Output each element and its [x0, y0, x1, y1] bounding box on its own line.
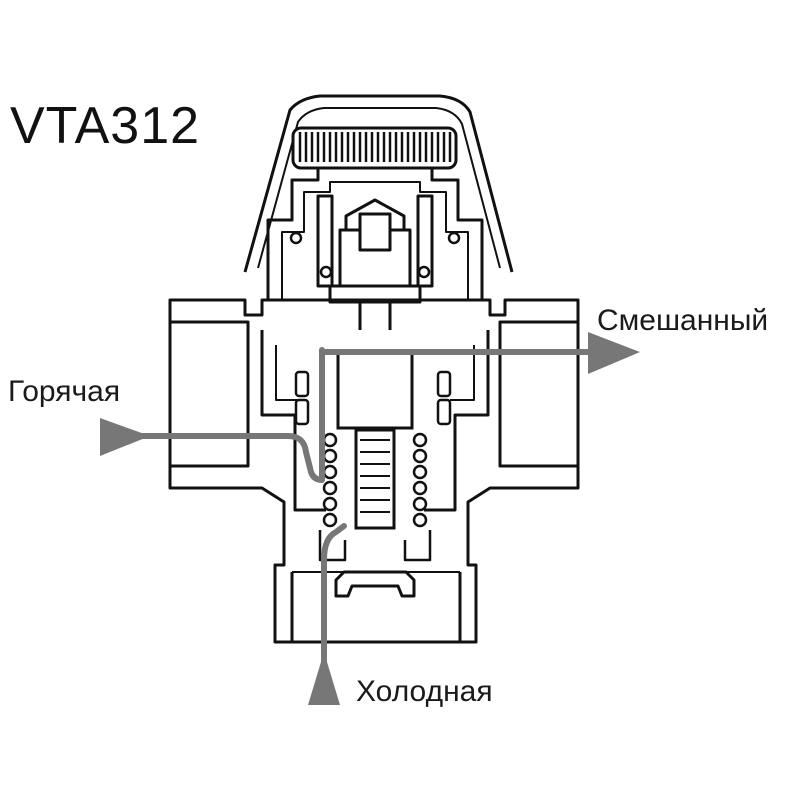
bonnet-o-rings	[289, 231, 461, 279]
flow-arrows	[100, 332, 640, 705]
hot-inlet-arrow	[100, 418, 150, 456]
model-title: VTA312	[10, 97, 201, 155]
mixed-outlet-arrow	[588, 332, 640, 374]
return-spring	[322, 432, 428, 528]
cold-flow-path	[321, 523, 347, 671]
check-valve	[334, 570, 416, 598]
adjustment-knob	[291, 126, 458, 170]
valve-cap	[243, 94, 514, 273]
cold-inlet-label: Холодная	[356, 675, 493, 708]
flow-paths	[102, 347, 593, 671]
cold-inlet-arrow	[308, 652, 340, 705]
mixed-outlet-label: Смешанный	[597, 304, 769, 337]
bonnet	[266, 166, 484, 330]
hot-inlet-label: Горячая	[8, 375, 121, 408]
hot-flow-path	[102, 347, 325, 483]
thermostatic-element	[336, 350, 414, 530]
piston-seals	[294, 370, 452, 426]
